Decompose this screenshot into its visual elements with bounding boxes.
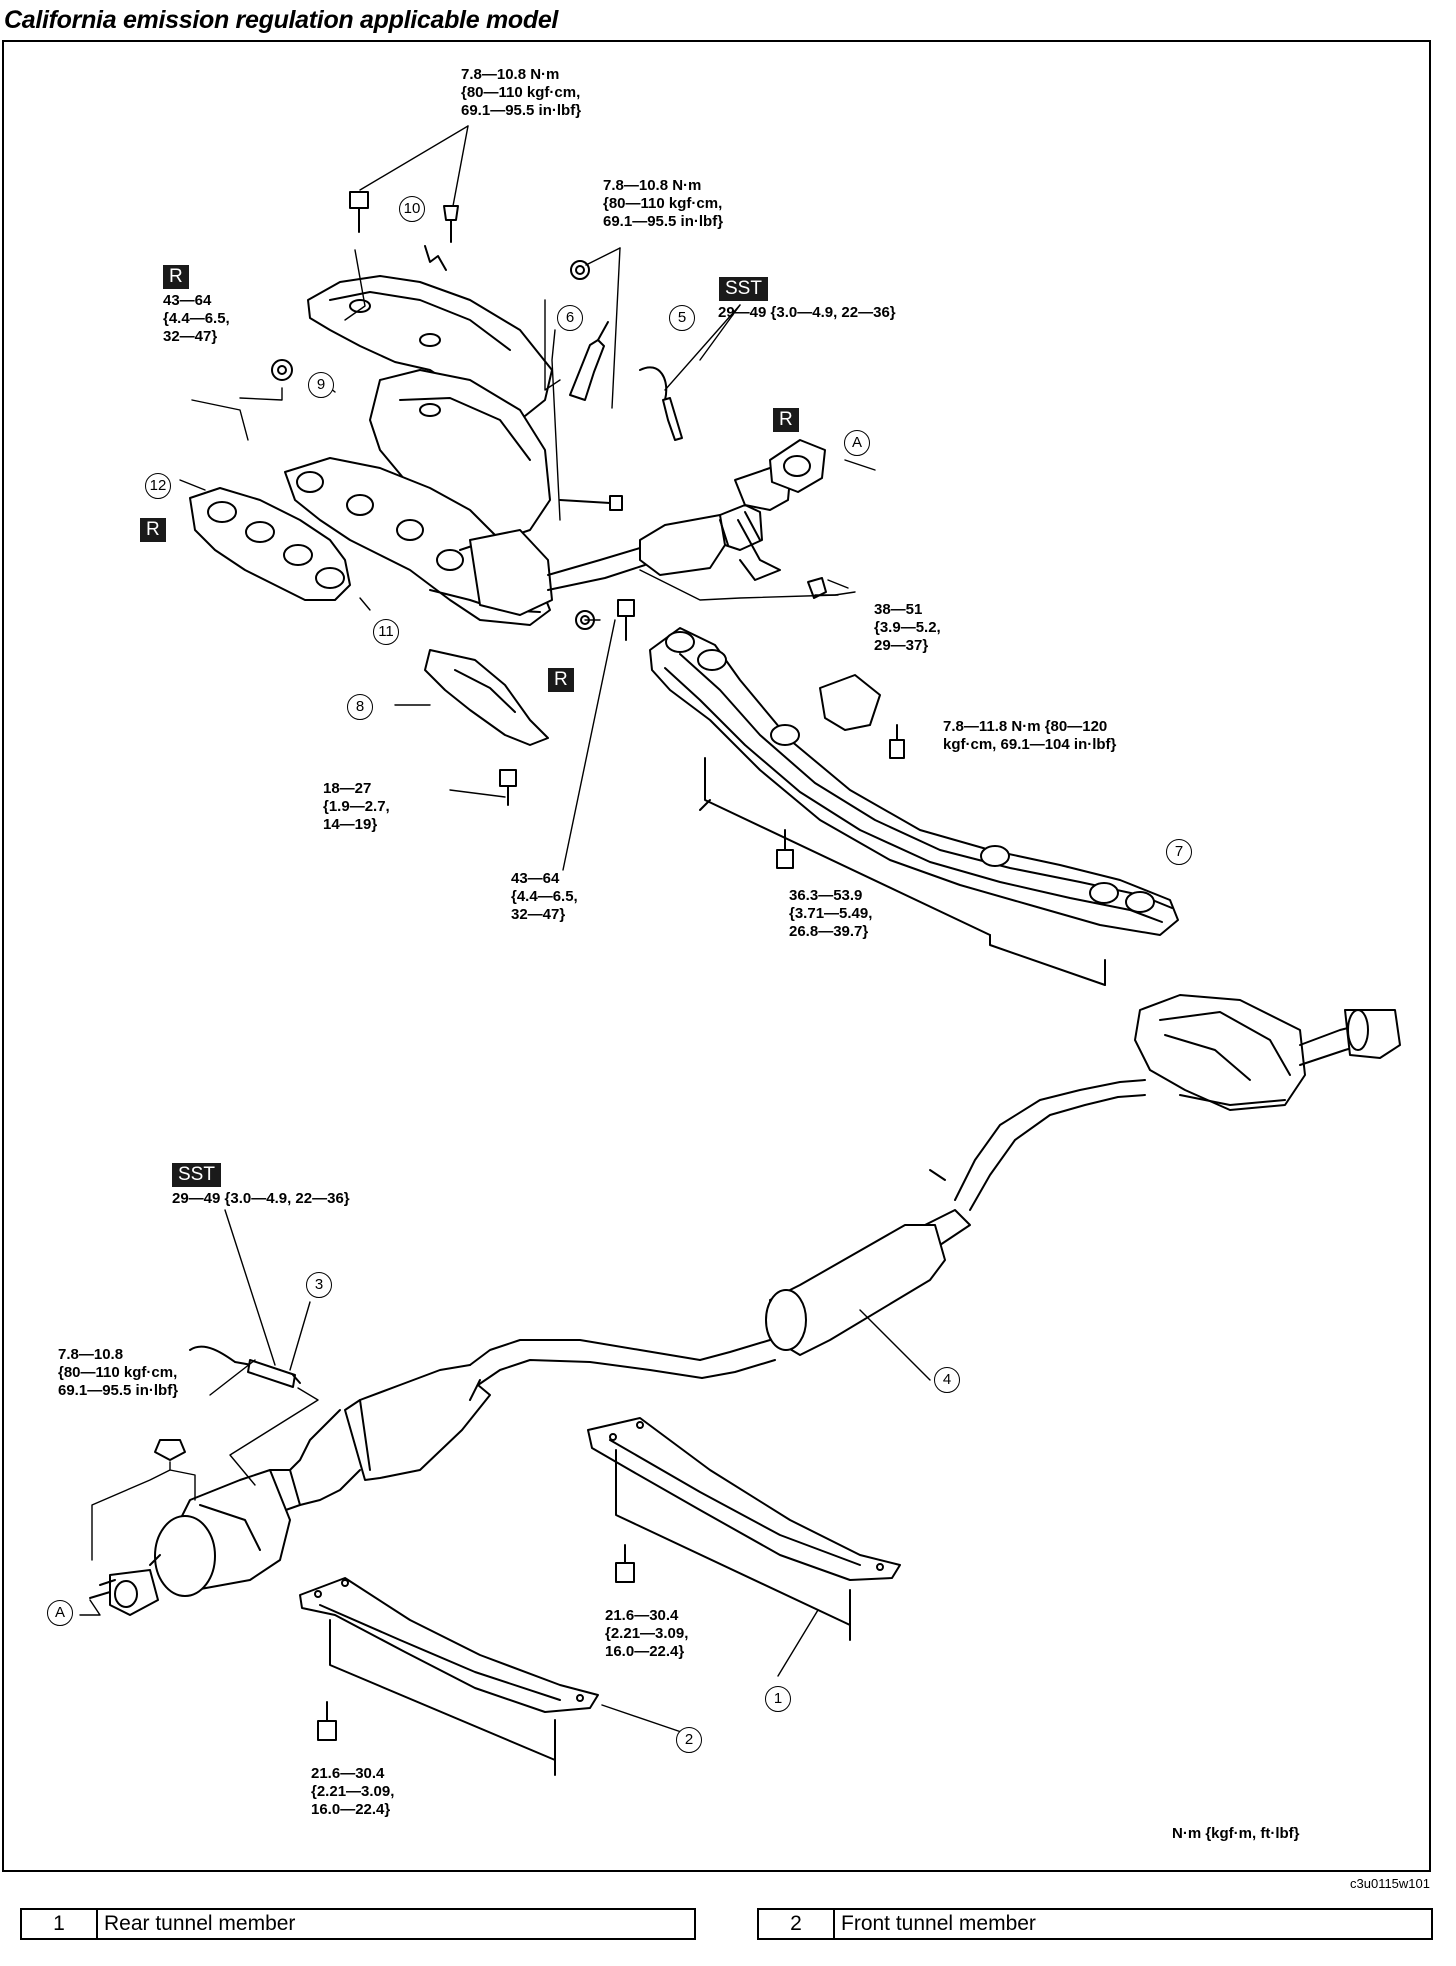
- replace-badge: R: [773, 408, 799, 432]
- legend-name: Rear tunnel member: [104, 1912, 296, 1935]
- diagram-frame: [2, 40, 1431, 1872]
- callout-3: 3: [306, 1272, 332, 1298]
- torque-label: 29—49 {3.0—4.9, 22—36}: [718, 304, 896, 321]
- diagram-title: California emission regulation applicabl…: [4, 6, 559, 34]
- torque-label: 7.8—11.8 N·m {80—120 kgf·cm, 69.1—104 in…: [943, 718, 1117, 753]
- legend-item: 1 Rear tunnel member: [20, 1908, 696, 1940]
- lower-bolts: [154, 1439, 635, 1741]
- torque-label: 36.3—53.9 {3.71—5.49, 26.8—39.7}: [789, 887, 873, 940]
- torque-label: 18—27 {1.9—2.7, 14—19}: [323, 780, 390, 833]
- replace-badge: R: [140, 518, 166, 542]
- torque-label: 38—51 {3.9—5.2, 29—37}: [874, 601, 941, 654]
- callout-A: A: [844, 430, 870, 456]
- muffler: [1134, 994, 1401, 1111]
- callout-9: 9: [308, 372, 334, 398]
- front-tunnel-member: [299, 1577, 599, 1776]
- front-flange-gasket-upper: [769, 439, 826, 493]
- replace-badge: R: [548, 668, 574, 692]
- callout-1: 1: [765, 1686, 791, 1712]
- front-pipe-and-converter-lower: [89, 1339, 703, 1616]
- lower-leader-lines: [79, 1209, 931, 1736]
- lower-heat-insulator: [424, 649, 549, 746]
- torque-label: 43—64 {4.4—6.5, 32—47}: [163, 292, 230, 345]
- center-pipe-and-silencer: [699, 1079, 1146, 1379]
- front-oxygen-sensor: [569, 321, 609, 401]
- figure-code: c3u0115w101: [1350, 1876, 1430, 1891]
- bolts-and-washers: [271, 191, 905, 869]
- units-note: N·m {kgf·m, ft·lbf}: [1172, 1825, 1300, 1842]
- callout-A: A: [47, 1600, 73, 1626]
- catalytic-converter-upper: [469, 467, 791, 616]
- replace-badge: R: [163, 265, 189, 289]
- rear-oxygen-sensor: [639, 366, 683, 441]
- crossmember: [649, 627, 1179, 986]
- torque-label: 7.8—10.8 {80—110 kgf·cm, 69.1—95.5 in·lb…: [58, 1346, 179, 1399]
- torque-label: 21.6—30.4 {2.21—3.09, 16.0—22.4}: [311, 1765, 395, 1818]
- callout-10: 10: [399, 196, 425, 222]
- sst-badge: SST: [172, 1163, 221, 1187]
- torque-label: 29—49 {3.0—4.9, 22—36}: [172, 1190, 350, 1207]
- exhaust-manifold-gasket: [189, 487, 351, 601]
- torque-label: 7.8—10.8 N·m {80—110 kgf·cm, 69.1—95.5 i…: [461, 66, 582, 119]
- torque-label: 21.6—30.4 {2.21—3.09, 16.0—22.4}: [605, 1607, 689, 1660]
- callout-6: 6: [557, 305, 583, 331]
- rear-tunnel-member: [587, 1417, 901, 1641]
- callout-8: 8: [347, 694, 373, 720]
- sst-badge: SST: [719, 277, 768, 301]
- callout-7: 7: [1166, 839, 1192, 865]
- callout-2: 2: [676, 1727, 702, 1753]
- legend-name: Front tunnel member: [841, 1912, 1036, 1935]
- callout-5: 5: [669, 305, 695, 331]
- upper-leader-lines: [179, 125, 876, 871]
- legend-number: 1: [22, 1910, 98, 1938]
- callout-12: 12: [145, 473, 171, 499]
- callout-11: 11: [373, 619, 399, 645]
- torque-label: 43—64 {4.4—6.5, 32—47}: [511, 870, 578, 923]
- lower-oxygen-sensor: [189, 1345, 301, 1388]
- callout-4: 4: [934, 1367, 960, 1393]
- legend-number: 2: [759, 1910, 835, 1938]
- legend-item: 2 Front tunnel member: [757, 1908, 1433, 1940]
- torque-label: 7.8—10.8 N·m {80—110 kgf·cm, 69.1—95.5 i…: [603, 177, 724, 230]
